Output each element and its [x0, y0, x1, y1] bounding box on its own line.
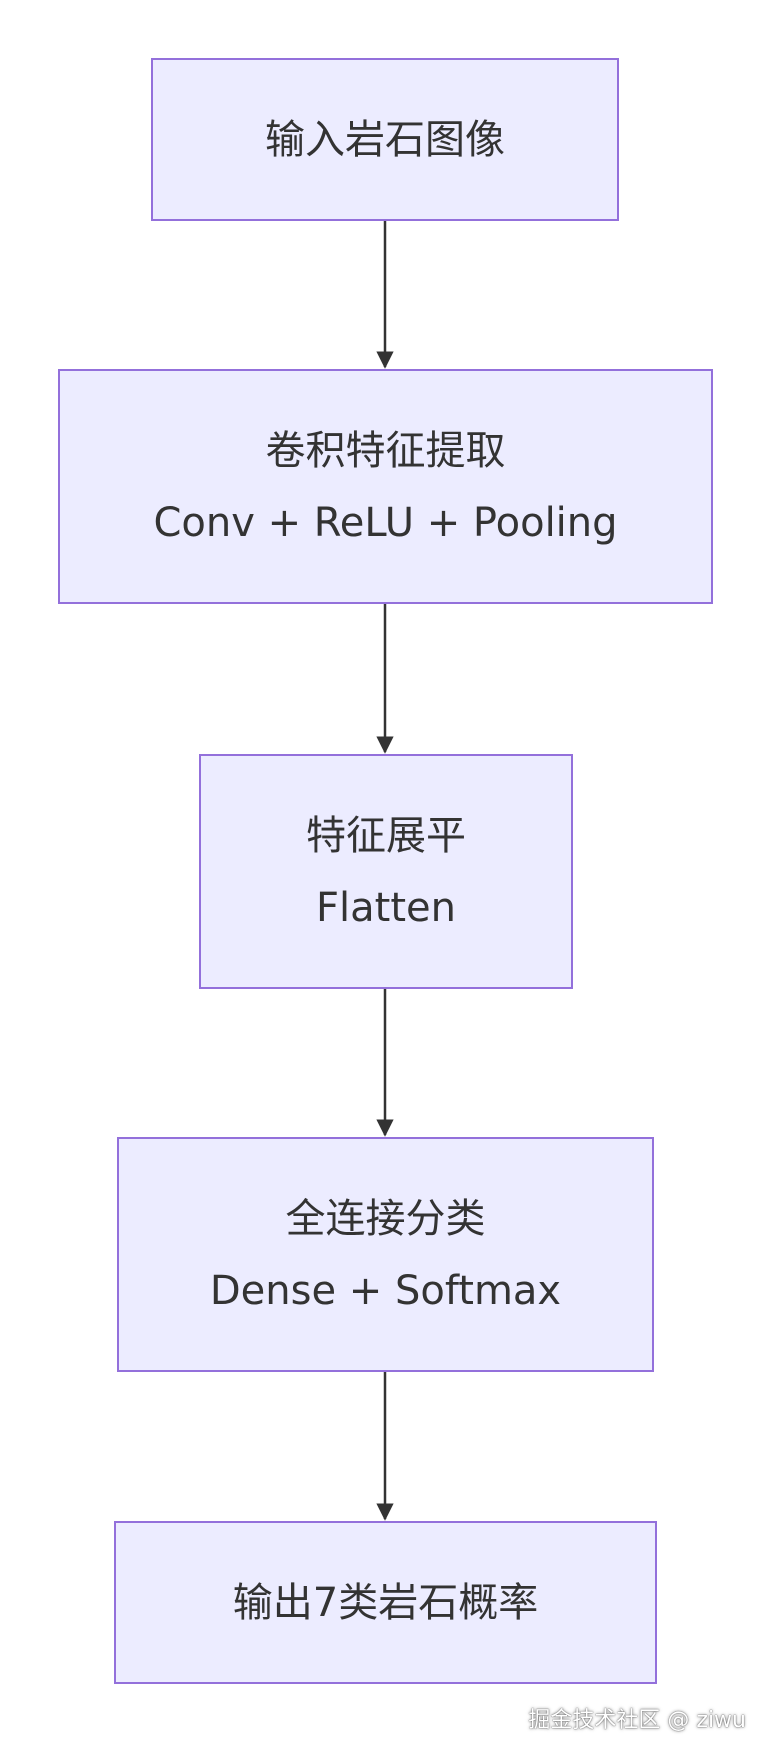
node-flatten-label: 特征展平 — [306, 812, 466, 859]
node-flatten-sublabel: Flatten — [316, 884, 456, 931]
node-output-probabilities: 输出7类岩石概率 — [114, 1521, 657, 1684]
node-conv-label: 卷积特征提取 — [265, 427, 506, 474]
node-dense-label: 全连接分类 — [285, 1195, 486, 1242]
node-output-label: 输出7类岩石概率 — [232, 1579, 539, 1626]
watermark: 掘金技术社区 @ ziwu — [528, 1708, 746, 1733]
node-flatten: 特征展平 Flatten — [199, 754, 573, 989]
node-dense-sublabel: Dense + Softmax — [209, 1267, 562, 1314]
node-conv-sublabel: Conv + ReLU + Pooling — [153, 499, 618, 546]
node-input-rock-image: 输入岩石图像 — [151, 58, 619, 221]
node-input-label: 输入岩石图像 — [265, 116, 505, 163]
node-conv-feature-extraction: 卷积特征提取 Conv + ReLU + Pooling — [58, 369, 713, 604]
node-dense-classification: 全连接分类 Dense + Softmax — [117, 1137, 654, 1372]
